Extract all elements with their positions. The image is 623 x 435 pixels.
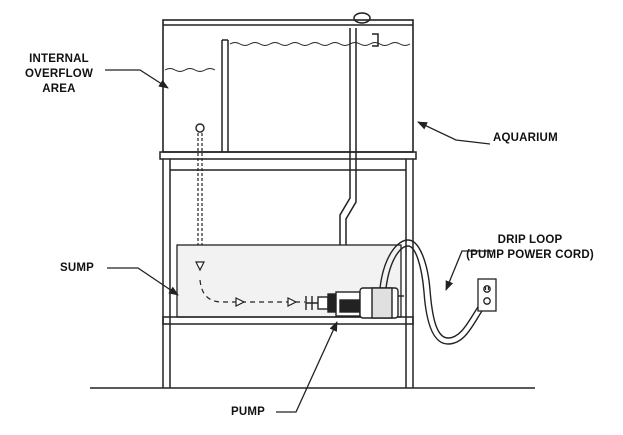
label-area: AREA — [42, 83, 76, 95]
flow-path — [195, 261, 305, 307]
label-overflow: OVERFLOW — [24, 68, 94, 80]
label-drip-loop: DRIP LOOP (PUMP POWER CORD) — [462, 233, 598, 263]
stand-bottom-shelf — [162, 316, 414, 325]
pump-power-cord — [379, 239, 485, 345]
label-internal-overflow-area: INTERNAL OVERFLOW AREA — [15, 52, 103, 97]
label-pump: PUMP — [231, 406, 266, 418]
drain-pipe — [195, 123, 205, 255]
label-aquarium: AQUARIUM — [493, 132, 558, 144]
pump — [305, 287, 404, 319]
stand-top-shelf — [159, 151, 417, 160]
wall-outlet — [477, 278, 497, 312]
leader-lines — [105, 69, 492, 413]
overflow-water-line — [164, 68, 216, 72]
label-drip-loop-title: DRIP LOOP — [497, 234, 563, 246]
label-sump: SUMP — [60, 262, 95, 274]
label-internal: INTERNAL — [29, 53, 89, 65]
stand-legs — [162, 159, 414, 388]
internal-overflow-box — [221, 39, 229, 152]
label-drip-loop-subtitle: (PUMP POWER CORD) — [466, 249, 594, 261]
aquarium-water-line — [229, 42, 411, 46]
